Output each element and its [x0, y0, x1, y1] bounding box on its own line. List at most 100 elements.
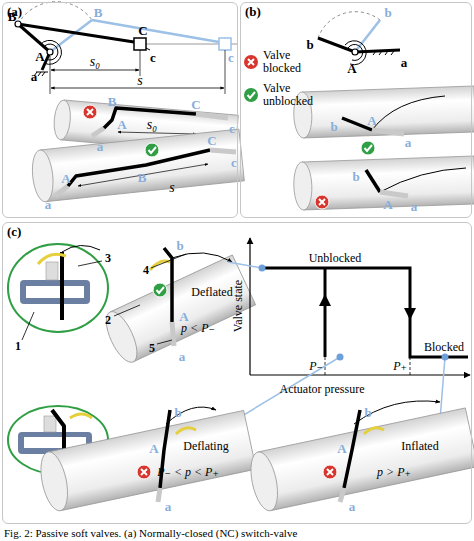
figure-label: A — [179, 310, 188, 323]
detail-inset — [70, 414, 92, 418]
figure-label: C — [138, 24, 147, 37]
valve-linkage — [176, 428, 196, 434]
figure-label: a — [31, 70, 38, 83]
hysteresis-graph — [410, 357, 411, 375]
valve-linkage — [366, 170, 380, 192]
soft-cylinder — [246, 408, 474, 513]
figure-label: a — [349, 500, 356, 513]
figure-label: Deflating — [183, 440, 228, 452]
figure-label: b — [306, 38, 313, 51]
legend-text: Valve blocked — [263, 49, 327, 74]
figure-label: B — [108, 95, 117, 108]
figure-label: c — [150, 51, 156, 64]
soft-cylinder — [100, 255, 256, 367]
valve-linkage — [210, 150, 236, 152]
figure-label: s₀ — [90, 55, 100, 69]
unblocked-icon — [243, 87, 259, 103]
figure-label: C — [207, 134, 216, 147]
legend-entry: Valve blocked — [243, 50, 327, 74]
pinch-mechanism — [352, 49, 358, 55]
pinch-mechanism — [318, 38, 355, 52]
panel-frame: (a) — [2, 2, 238, 218]
legend-icon — [244, 88, 258, 102]
figure-label: a — [411, 200, 418, 213]
dimension-lines — [140, 50, 141, 76]
valve-linkage — [55, 186, 68, 196]
pinch-mechanism — [348, 44, 363, 60]
valve-linkage — [340, 488, 344, 502]
figure-label: 1 — [15, 340, 21, 352]
figure-label: b — [352, 170, 359, 183]
blocked-icon — [83, 105, 97, 119]
valve-linkage — [342, 96, 445, 134]
valve-linkage — [150, 248, 232, 346]
legend-icon — [244, 55, 258, 69]
figure-label: Valve state — [232, 280, 244, 332]
dimension-lines — [50, 50, 225, 94]
figure-label: A — [35, 50, 44, 63]
soft-cylinder — [30, 149, 55, 203]
figure-label: b — [176, 239, 183, 252]
valve-linkage — [158, 488, 160, 502]
valve-linkage — [92, 128, 104, 136]
soft-cylinder — [30, 129, 244, 203]
callout-leaders — [114, 305, 140, 316]
callout-leaders — [78, 261, 102, 266]
detail-inset — [20, 280, 90, 304]
detail-inset — [8, 244, 108, 332]
figure-label: b — [364, 406, 371, 419]
figure-label: b — [330, 120, 337, 133]
blocked-icon — [243, 54, 259, 70]
figure-label: a — [165, 500, 172, 513]
valve-linkage — [340, 401, 440, 502]
figure-label: B — [94, 6, 103, 19]
valve-linkage — [158, 407, 216, 502]
valve-linkage — [364, 428, 384, 434]
soft-cylinder — [36, 410, 256, 513]
valve-linkage — [380, 192, 408, 196]
valve-linkage — [78, 164, 208, 186]
unblocked-icon — [145, 143, 159, 157]
figure-label: Deflated — [191, 286, 232, 298]
soft-cylinder — [246, 450, 282, 514]
legend-text: Valve unblocked — [263, 82, 327, 107]
panel-label: (b) — [245, 5, 261, 19]
valve-linkage — [380, 168, 466, 192]
detail-inset — [26, 286, 84, 298]
hysteresis-graph — [250, 374, 470, 375]
figure-label: b — [384, 6, 391, 19]
figure-label: a — [401, 56, 408, 69]
figure-label: A — [337, 442, 346, 455]
pinch-mechanism — [318, 12, 380, 38]
dimension-lines — [51, 70, 139, 71]
figure-label: B — [8, 10, 17, 23]
hysteresis-graph — [404, 308, 416, 320]
soft-cylinder — [53, 99, 72, 140]
valve-linkage — [150, 261, 170, 270]
valve-linkage — [372, 96, 445, 130]
switch-mechanism — [18, 24, 134, 42]
legend-entry: Valve unblocked — [243, 83, 327, 107]
figure-label: a — [97, 140, 104, 153]
figure-label: Inflated — [401, 440, 438, 452]
figure-caption: Fig. 2: Passive soft valves. (a) Normall… — [4, 527, 297, 539]
soft-cylinder — [302, 86, 474, 138]
blocked-icon — [323, 465, 337, 479]
unblocked-icon — [153, 283, 167, 297]
figure-label: 5 — [149, 342, 155, 354]
figure-label: A — [367, 114, 376, 127]
figure-label: A — [347, 62, 356, 75]
panel-label: (c) — [7, 225, 21, 239]
figure-label: b — [174, 406, 181, 419]
switch-mechanism — [146, 48, 150, 50]
valve-linkage — [196, 114, 228, 118]
valve-linkage — [354, 401, 440, 424]
figure-label: Actuator pressure — [280, 383, 365, 395]
figure-label: A — [61, 172, 70, 185]
switch-mechanism — [43, 44, 58, 60]
hysteresis-graph — [228, 262, 262, 268]
valve-linkage — [92, 108, 228, 136]
